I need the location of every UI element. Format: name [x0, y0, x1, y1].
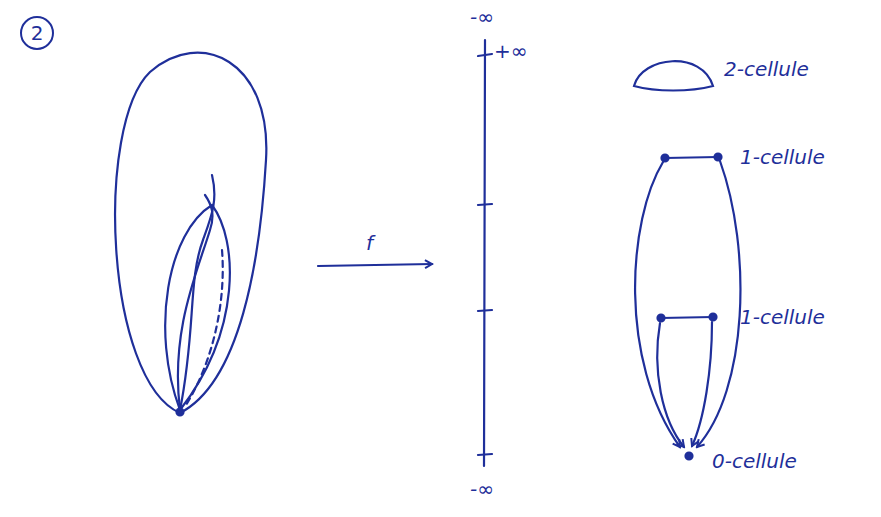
cell-endpoint	[710, 314, 717, 321]
one-cell	[661, 317, 713, 318]
hidden-curve	[186, 250, 223, 405]
one-cell	[665, 157, 718, 158]
inner-curve	[178, 195, 213, 410]
real-axis	[484, 40, 485, 466]
cell-label: 2-cellule	[724, 58, 809, 80]
tick	[478, 454, 492, 455]
attaching-arc	[635, 162, 680, 447]
axis-label: -∞	[470, 478, 494, 500]
cell-endpoint	[715, 154, 722, 161]
tick	[478, 310, 492, 311]
map-label: f	[366, 232, 373, 254]
surface-outline	[115, 53, 266, 413]
axis-label: -∞	[470, 6, 494, 28]
two-cell	[634, 61, 713, 90]
cell-endpoint	[658, 315, 665, 322]
attaching-arc	[657, 323, 684, 447]
callout-number: 2	[20, 16, 54, 50]
axis-label: +∞	[494, 40, 527, 62]
cell-label: 1-cellule	[740, 146, 825, 168]
cell-label: 1-cellule	[740, 306, 825, 328]
inner-curve	[180, 175, 214, 410]
critical-point	[177, 409, 184, 416]
map-arrow	[318, 264, 432, 266]
cell-endpoint	[662, 155, 669, 162]
inner-handle	[165, 205, 230, 410]
tick	[478, 204, 492, 205]
tick	[478, 54, 492, 56]
zero-cell	[686, 453, 693, 460]
attaching-arc	[692, 322, 712, 446]
cell-label: 0-cellule	[712, 450, 797, 472]
